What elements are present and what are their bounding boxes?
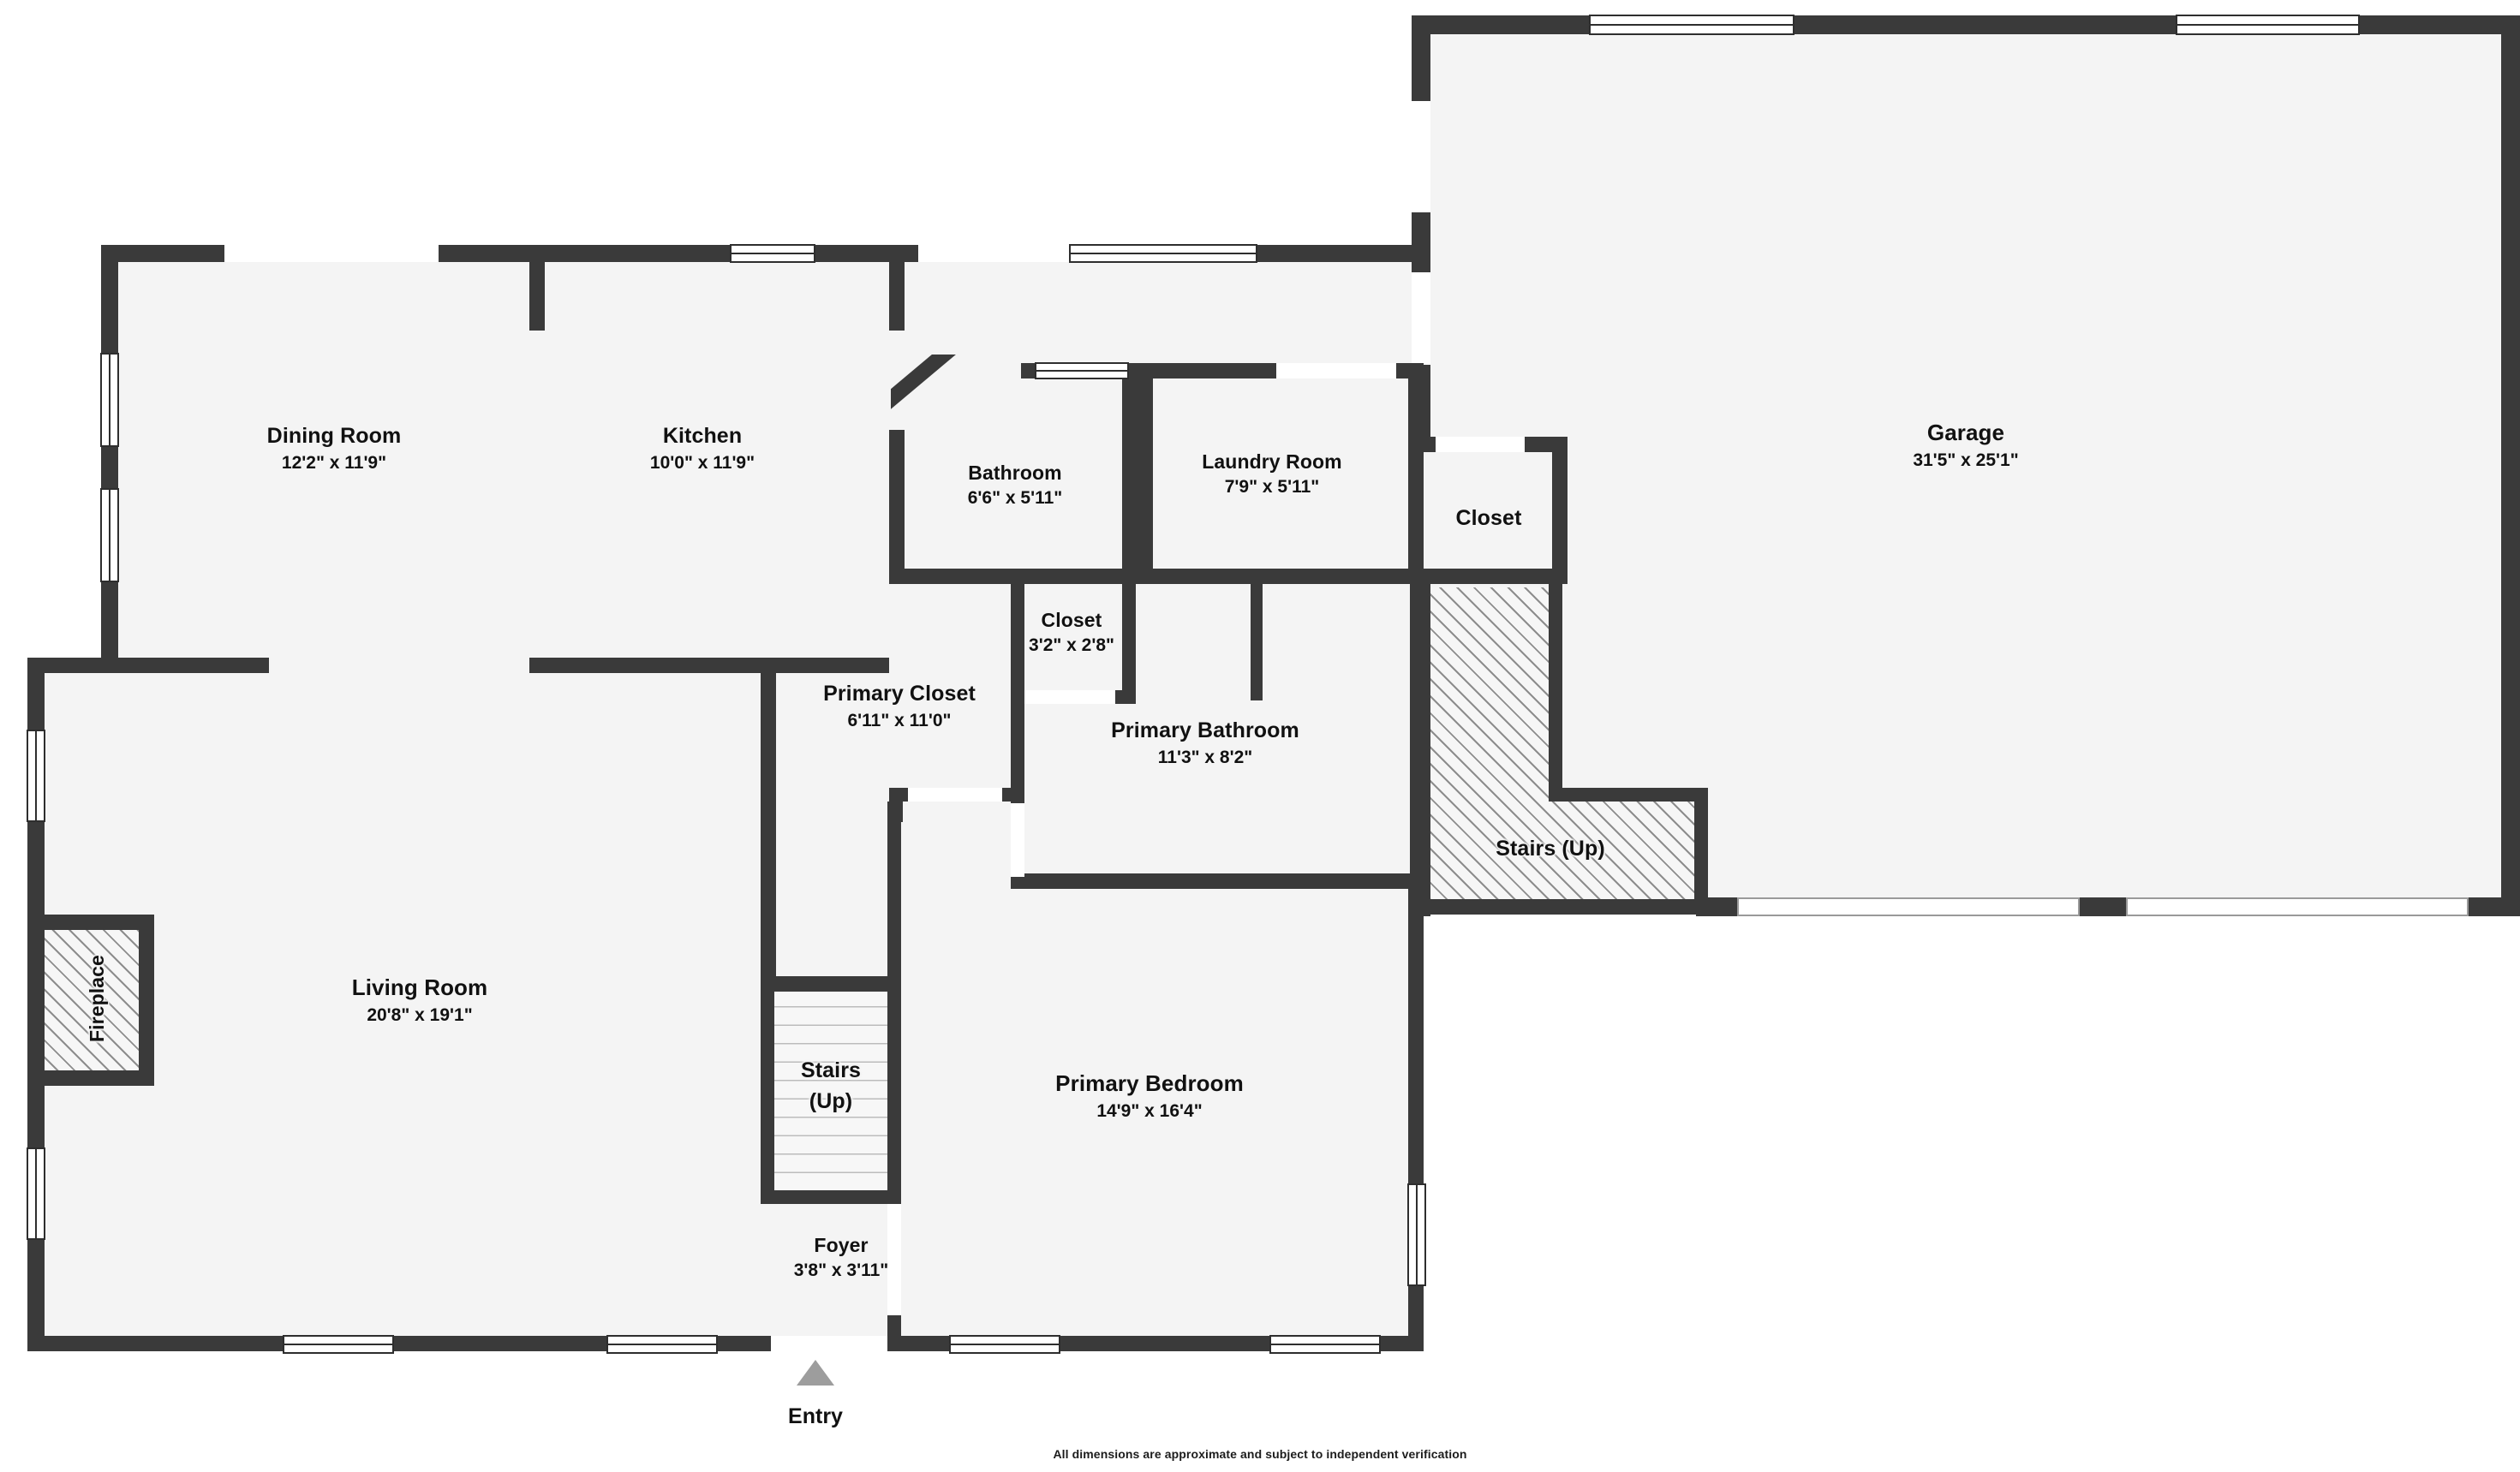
garage-left-opening-upper [1412, 101, 1430, 212]
stairs-interior-wall-bottom [761, 1190, 901, 1204]
bathroom-wall-left [889, 430, 905, 584]
bathroom-wall-right [1122, 363, 1138, 584]
closet-hall-door-opening [1436, 437, 1525, 452]
dining-kitchen-divider [529, 245, 545, 331]
stairs-up-wall-bottom [1410, 899, 1708, 915]
garage-floor [1422, 15, 2510, 915]
garage-window-top-left [1589, 15, 1794, 35]
laundry-top-window [1069, 244, 1257, 263]
fireplace-hatch [41, 927, 152, 1072]
garage-door-left [1737, 897, 2080, 916]
fireplace-wall-bottom [29, 1070, 154, 1086]
stairs-up-wall-right-lower [1694, 788, 1708, 913]
garage-door-right [2126, 897, 2469, 916]
dining-top-opening [224, 245, 439, 262]
lower-wall-top-left [27, 658, 269, 673]
front-door-opening [771, 1336, 887, 1351]
entry-arrow-icon [797, 1360, 834, 1386]
laundry-top-door-opening [1276, 363, 1396, 378]
stairs-up-wall-left [1410, 584, 1424, 911]
living-window-left-upper [27, 730, 45, 822]
garage-window-top-right [2176, 15, 2360, 35]
living-window-bottom-left [283, 1335, 394, 1354]
bathroom-angled-wall [891, 355, 1036, 440]
closet-hall-floor [1424, 437, 1552, 584]
living-window-left-lower [27, 1147, 45, 1240]
closet-small-floor [1021, 584, 1122, 688]
primary-closet-wall-left [761, 658, 776, 976]
primary-bath-partition [1251, 584, 1263, 700]
entry-label: Entry [788, 1404, 843, 1428]
dining-window-left-upper [100, 353, 119, 447]
upper-block-floor [101, 245, 1557, 587]
foyer-door-opening [887, 1204, 901, 1315]
bathroom-window-top [1035, 362, 1129, 379]
stairs-interior-wall-left [761, 976, 774, 1202]
garage-wall-right [2501, 15, 2520, 916]
bedroom-window-bottom-left [949, 1335, 1060, 1354]
primary-bath-wall-bottom [1011, 873, 1425, 889]
disclaimer-text: All dimensions are approximate and subje… [1053, 1447, 1467, 1461]
mid-spine-wall [889, 569, 1568, 584]
closet-small-wall-left [1011, 584, 1024, 704]
laundry-wall-right [1408, 363, 1424, 584]
bedroom-wall-left [887, 802, 901, 981]
lower-wall-bottom [27, 1336, 1424, 1351]
laundry-wall-left [1138, 363, 1153, 584]
stairs-up-wall-step [1549, 788, 1708, 802]
stairs-up-wall-right-upper [1549, 584, 1562, 790]
garage-left-opening-lower [1412, 272, 1430, 365]
primary-closet-wall-top [531, 658, 776, 673]
fireplace-wall-right [139, 915, 154, 1086]
closet-small-door-opening [1024, 690, 1115, 704]
kitchen-top-opening [918, 245, 1090, 262]
stairs-interior-treads [762, 989, 899, 1199]
fireplace-wall-top [29, 915, 154, 930]
kitchen-top-window [730, 244, 815, 263]
bedroom-window-bottom-right [1269, 1335, 1381, 1354]
bedroom-window-right [1407, 1183, 1426, 1286]
dining-window-left-lower [100, 488, 119, 582]
stairs-interior-wall-top [761, 976, 901, 992]
upper-wall-left [101, 245, 118, 673]
primary-bath-door-opening [1011, 803, 1024, 877]
living-window-bottom-right [606, 1335, 718, 1354]
primary-closet-door-opening [908, 788, 1002, 802]
kitchen-bath-divider-stub [889, 245, 905, 331]
closet-small-wall-right [1122, 584, 1136, 704]
closet-hall-wall-right [1552, 437, 1568, 584]
stairs-up-garage-hatch-lower [1422, 788, 1696, 909]
stairs-interior-wall-right [887, 976, 901, 1202]
